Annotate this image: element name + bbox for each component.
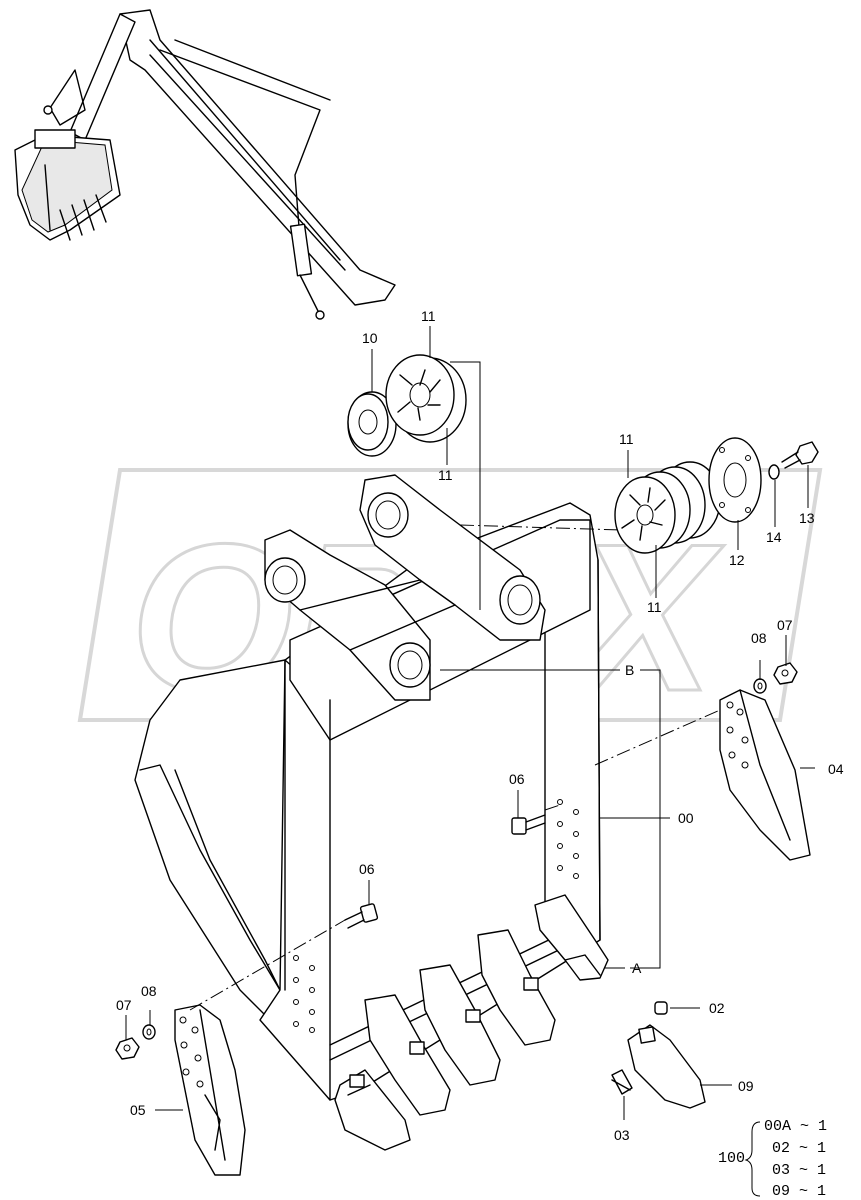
side-cutter-right <box>719 689 811 861</box>
kit-brace <box>744 1121 761 1197</box>
label-part-04: 04 <box>828 761 844 777</box>
washer-08-right <box>753 678 767 694</box>
collar-10 <box>347 391 397 457</box>
washer-14 <box>768 464 780 480</box>
label-part-11-right-bottom: 11 <box>647 599 662 615</box>
label-part-03: 03 <box>614 1127 630 1143</box>
label-ref-b: B <box>625 662 634 678</box>
nut-07-left <box>115 1037 140 1060</box>
kit-item-2: 02 ~ 1 <box>772 1140 826 1157</box>
label-part-06-right: 06 <box>509 771 525 787</box>
label-part-07-left: 07 <box>116 997 132 1013</box>
leader-lines <box>125 326 815 1120</box>
kit-item-3: 03 ~ 1 <box>772 1162 826 1179</box>
label-part-08-right: 08 <box>751 630 767 646</box>
bucket-teeth <box>334 894 609 1151</box>
label-part-12: 12 <box>729 552 745 568</box>
label-part-11-right-top: 11 <box>619 431 634 447</box>
label-part-07-right: 07 <box>777 617 793 633</box>
side-bolt-holes-right <box>557 799 579 879</box>
kit-number: 100 <box>718 1150 745 1167</box>
kit-callout: 100 00A ~ 1 02 ~ 1 03 ~ 1 09 ~ 1 <box>718 1118 827 1200</box>
side-bolt-holes-left <box>293 955 315 1033</box>
side-cutter-left <box>174 1004 246 1176</box>
kit-item-1: 00A ~ 1 <box>764 1118 827 1135</box>
label-part-08-left: 08 <box>141 983 157 999</box>
shim-11-stack <box>614 461 721 554</box>
bolt-13 <box>781 441 819 469</box>
label-ref-a: A <box>632 960 642 976</box>
label-part-14: 14 <box>766 529 782 545</box>
bolt-06-right <box>511 814 546 835</box>
label-part-11-top: 11 <box>421 308 436 324</box>
label-part-02: 02 <box>709 1000 725 1016</box>
plate-12 <box>708 437 762 523</box>
label-part-09: 09 <box>738 1078 754 1094</box>
label-part-10: 10 <box>362 330 378 346</box>
washer-08-left <box>142 1024 156 1040</box>
shim-11-upper <box>385 354 467 443</box>
centerline-pin-b <box>459 524 621 531</box>
centerline-cutter-left <box>189 919 346 1011</box>
nut-07-right <box>773 662 798 685</box>
label-part-11-mid: 11 <box>438 467 453 483</box>
part-labels: 10 11 11 11 11 12 14 13 08 07 04 00 06 0… <box>116 308 844 1143</box>
bolt-06-left <box>344 903 379 929</box>
centerline-bolt-right <box>544 804 561 811</box>
excavator-arm-illustration <box>14 9 396 320</box>
label-part-00: 00 <box>678 810 694 826</box>
label-part-05: 05 <box>130 1102 146 1118</box>
label-part-06-left: 06 <box>359 861 375 877</box>
kit-item-4: 09 ~ 1 <box>772 1183 826 1200</box>
loose-tooth-assembly <box>611 1001 706 1109</box>
label-part-13: 13 <box>799 510 815 526</box>
